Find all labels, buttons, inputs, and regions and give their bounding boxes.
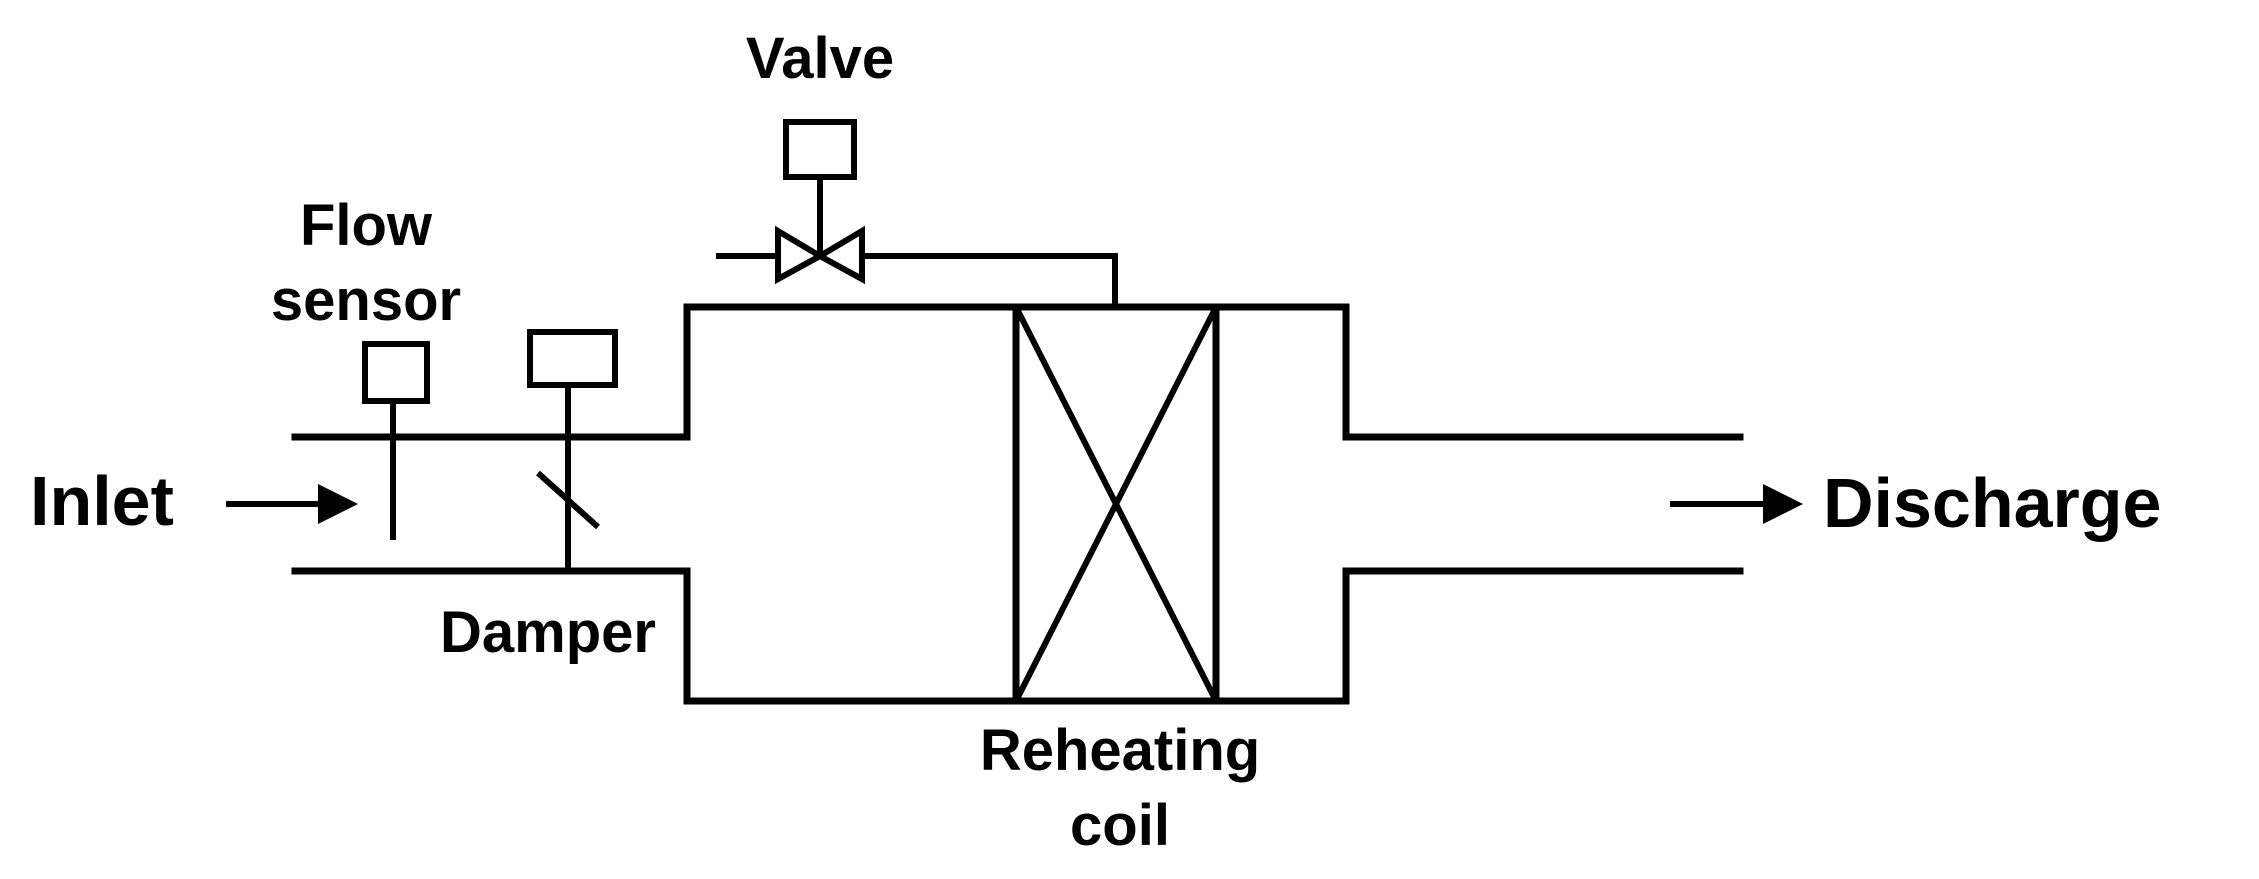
valve-symbol <box>716 119 1118 307</box>
flow-sensor-label-line2: sensor <box>271 268 461 333</box>
valve-label: Valve <box>746 26 894 91</box>
damper-symbol <box>527 329 618 571</box>
inlet-label: Inlet <box>30 462 174 540</box>
inlet-arrow-icon <box>226 484 358 524</box>
reheating-coil-symbol <box>1012 303 1220 705</box>
discharge-duct <box>1342 433 1744 575</box>
inlet-duct <box>291 433 691 575</box>
damper-label: Damper <box>440 600 656 665</box>
flow-sensor-label-line1: Flow <box>300 193 433 258</box>
flow-sensor-symbol <box>362 341 430 540</box>
reheating-coil-label-line2: coil <box>1070 793 1170 858</box>
reheating-coil-label-line1: Reheating <box>980 718 1260 783</box>
discharge-arrow-icon <box>1670 484 1803 524</box>
discharge-label: Discharge <box>1823 464 2161 542</box>
